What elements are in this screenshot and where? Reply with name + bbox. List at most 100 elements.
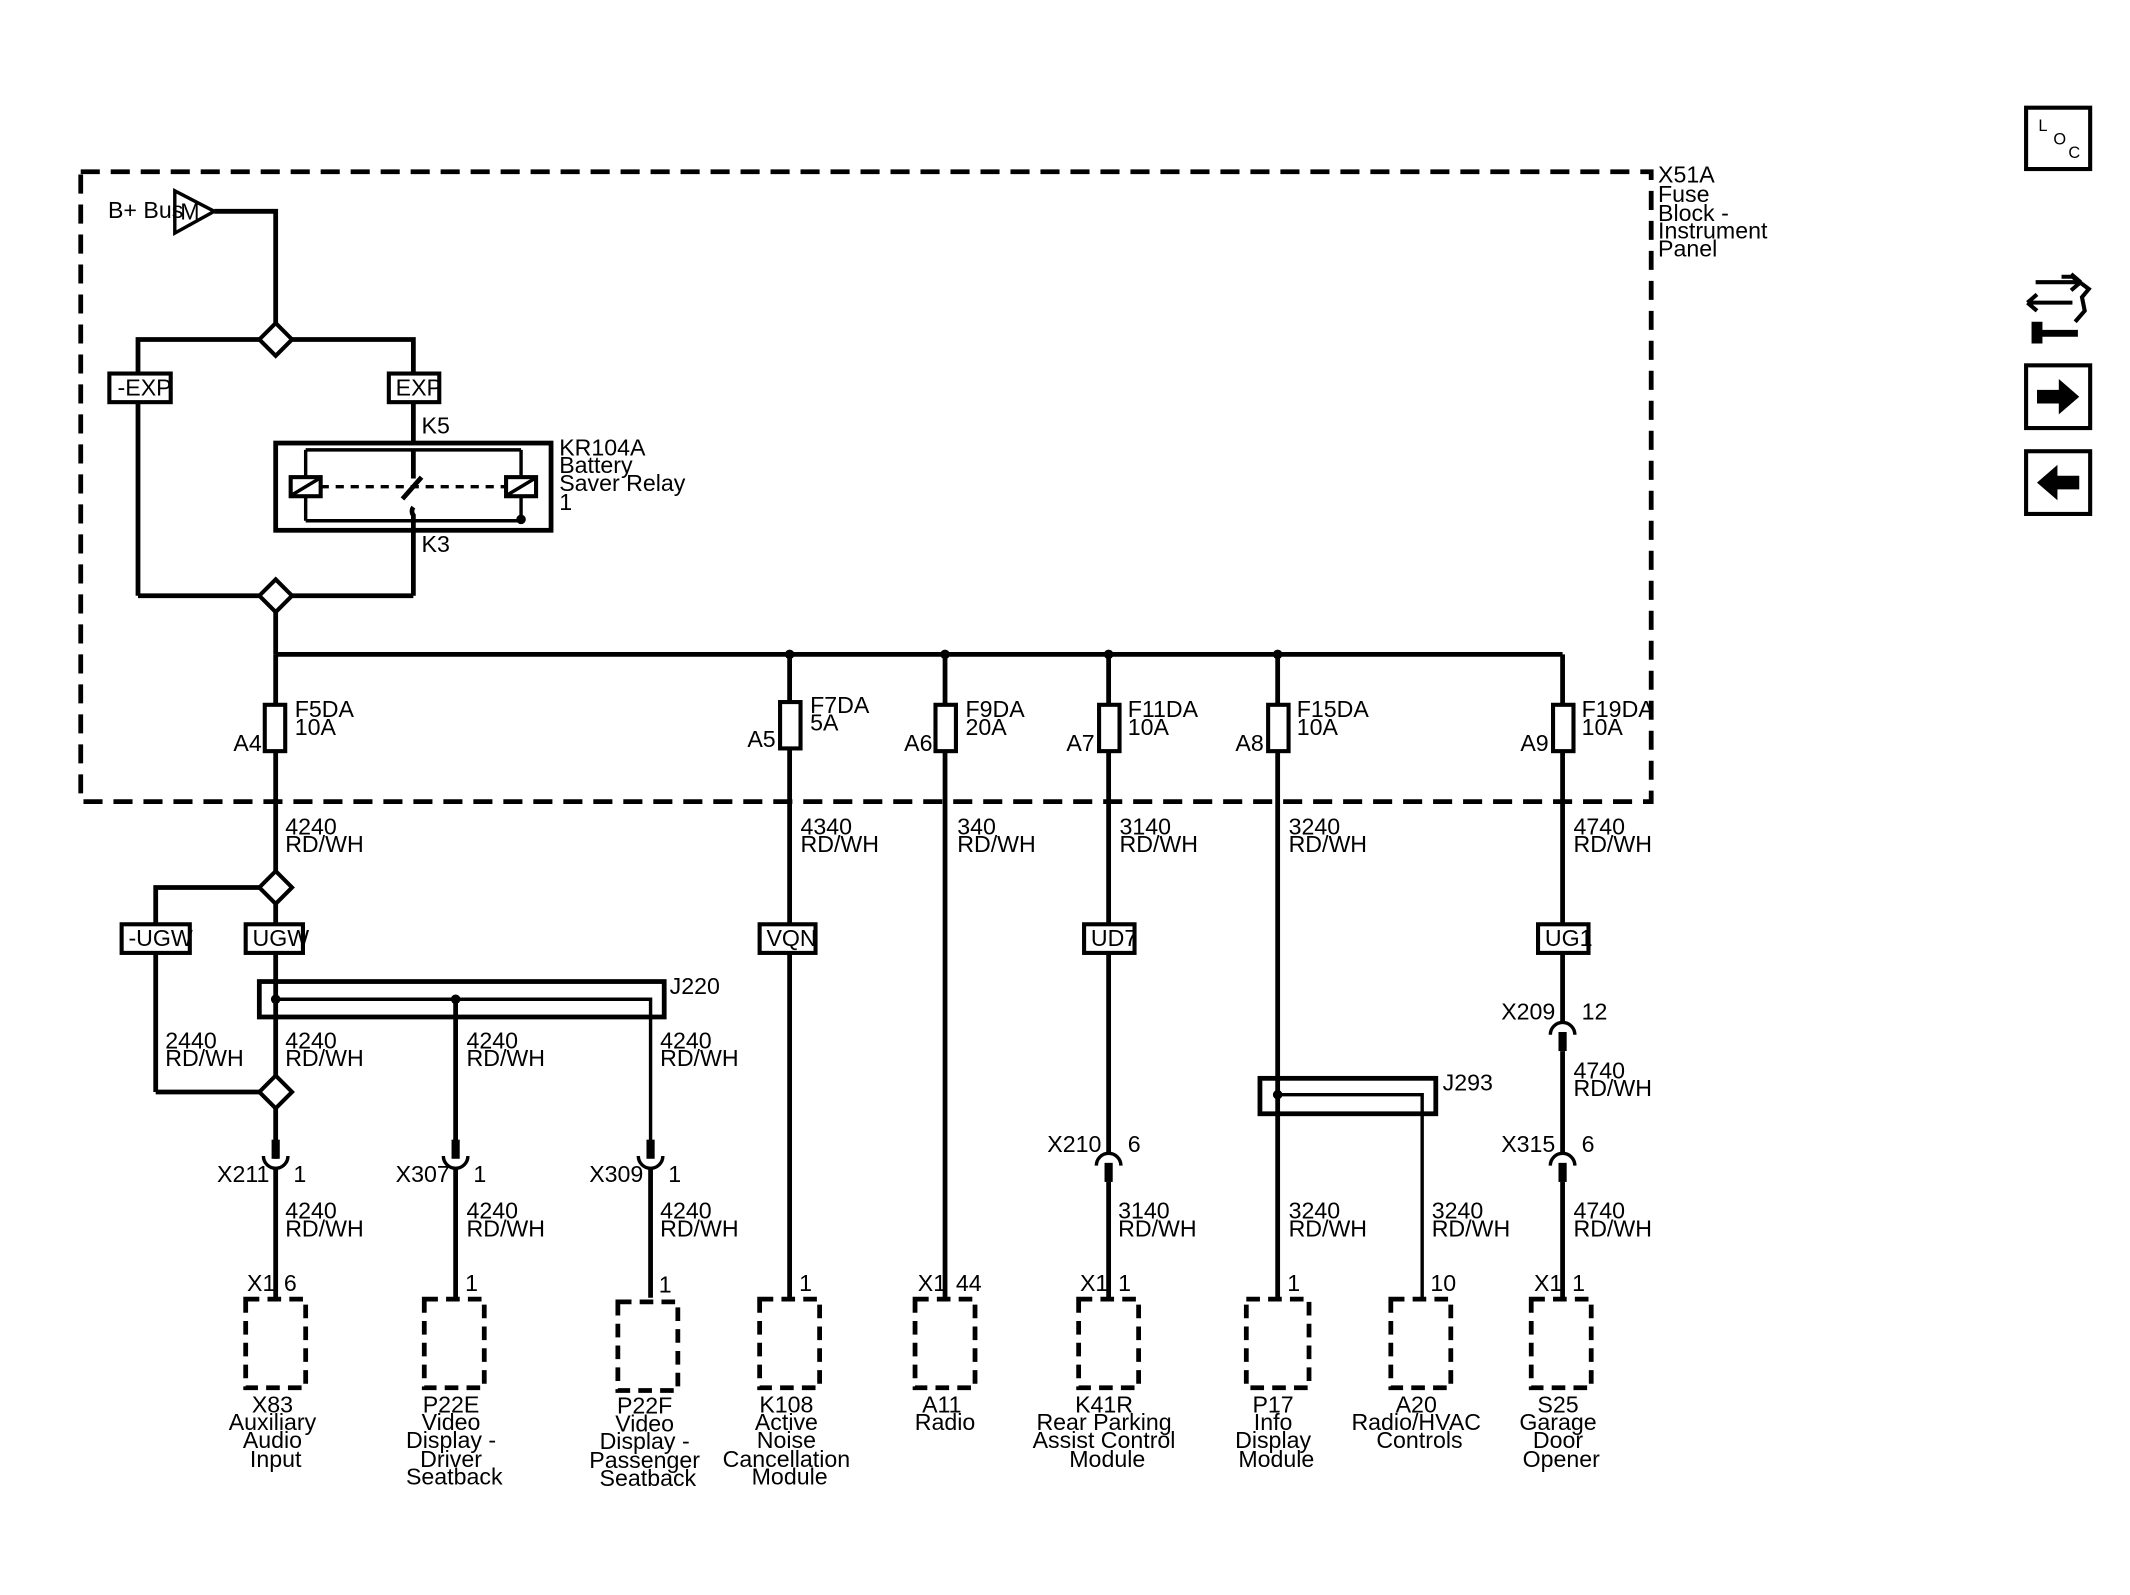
- location-icon-o: O: [2053, 131, 2066, 149]
- option-label-exp: EXP: [396, 374, 442, 400]
- relay-pin-k3: K3: [422, 531, 450, 557]
- j293-bar: [1277, 1092, 1424, 1298]
- connector-x315-pin-num: 6: [1582, 1131, 1595, 1157]
- module-k108-label: K108 Active Noise Cancellation Module: [723, 1391, 857, 1489]
- relay-coil-right-slash: [506, 477, 536, 497]
- relay-switch-lower: [409, 505, 416, 531]
- j220-node-2: [450, 994, 461, 1005]
- location-icon: L O C: [2038, 117, 2080, 162]
- relay-switch-contact: [400, 475, 424, 501]
- module-p17-label: P17 Info Display Module: [1235, 1391, 1317, 1472]
- module-p22f-pin: 1: [659, 1271, 672, 1297]
- option-label-exp-neg: -EXP: [118, 374, 172, 400]
- arrow-left-icon: [2036, 464, 2080, 501]
- arrow-right-icon: [2036, 378, 2080, 415]
- fuse-f11da-pin: A7: [1066, 730, 1094, 756]
- module-x83-pin: 6: [284, 1270, 297, 1296]
- j293-node: [1272, 1089, 1283, 1100]
- splice-diamond-ugw: [256, 868, 295, 907]
- module-s25: [1528, 1296, 1594, 1391]
- option-label-ugw-neg: -UGW: [128, 925, 192, 951]
- module-a11-label: A11 Radio: [915, 1391, 976, 1435]
- module-a11: [912, 1296, 978, 1391]
- fuse-f11da: [1097, 702, 1122, 754]
- wire-ugw-neg-branch: [153, 885, 260, 925]
- module-p22e-pin: 1: [465, 1270, 478, 1296]
- j220-node-1: [270, 994, 281, 1005]
- fuse-f19da: [1550, 702, 1576, 754]
- fuse-block-label: X51A Fuse Block - Instrument Panel: [1658, 162, 1774, 262]
- module-p22f: [615, 1299, 681, 1393]
- relay-pin-k5: K5: [422, 413, 450, 439]
- module-x83: [243, 1296, 309, 1391]
- fuse-f9da: [933, 702, 958, 754]
- module-a20-pin: 10: [1430, 1270, 1456, 1296]
- splice-pack-j220: [256, 979, 667, 1020]
- component-connector-button[interactable]: [2026, 272, 2092, 344]
- j220-bar: [275, 997, 653, 1143]
- module-p17-pin: 1: [1287, 1270, 1300, 1296]
- module-k108: [757, 1296, 823, 1391]
- fuse-f15da-pin: A8: [1235, 730, 1263, 756]
- next-page-button-frame[interactable]: [2024, 363, 2093, 431]
- bplus-bus-symbol: [173, 188, 218, 237]
- location-icon-c: C: [2068, 144, 2080, 162]
- module-p22f-label: P22F Video Display - Passenger Seatback: [589, 1393, 706, 1491]
- connector-x210-pin-num: 6: [1128, 1131, 1141, 1157]
- fuse-f5da-pin: A4: [233, 730, 261, 756]
- option-label-ug1: UG1: [1545, 925, 1593, 951]
- connector-x211-pin: [271, 1139, 280, 1159]
- module-k41r-label: K41R Rear Parking Assist Control Module: [1033, 1391, 1182, 1472]
- fuse-f9da-pin: A6: [904, 730, 932, 756]
- option-label-vqn: VQN: [766, 925, 816, 951]
- bplus-bus-tag: M: [180, 198, 199, 224]
- fuse-f7da-pin: A5: [747, 726, 775, 752]
- connector-x307-label: X307: [396, 1161, 450, 1187]
- option-label-ud7: UD7: [1091, 925, 1137, 951]
- module-s25-conn: X1: [1534, 1270, 1562, 1296]
- location-button[interactable]: L O C: [2024, 105, 2093, 172]
- module-k108-pin: 1: [799, 1270, 812, 1296]
- wire-exp-right: [292, 337, 416, 374]
- next-page-button[interactable]: [2024, 363, 2093, 431]
- previous-page-button-frame[interactable]: [2024, 449, 2093, 516]
- connector-x210-label: X210: [1047, 1131, 1101, 1157]
- splice-label-j220: J220: [670, 973, 720, 999]
- connector-x309-pin-num: 1: [668, 1161, 681, 1187]
- component-connector-icon: [2026, 272, 2092, 344]
- option-box-ug1: [1536, 922, 1591, 955]
- fuse-f15da: [1266, 702, 1291, 754]
- previous-page-button[interactable]: [2024, 449, 2093, 516]
- splice-label-j293: J293: [1443, 1070, 1493, 1096]
- connector-x210: [1094, 1151, 1123, 1166]
- splice-diamond-merge: [256, 576, 295, 615]
- module-k41r-conn: X1: [1080, 1270, 1108, 1296]
- connector-x307-pin-num: 1: [473, 1161, 486, 1187]
- module-x83-conn: X1: [247, 1270, 275, 1296]
- connector-x211-label: X211: [217, 1161, 269, 1187]
- module-x83-label: X83 Auxiliary Audio Input: [229, 1391, 323, 1472]
- bplus-wire: [214, 208, 279, 324]
- option-label-ugw: UGW: [253, 925, 310, 951]
- connector-x307-pin: [451, 1139, 460, 1159]
- connector-x315: [1548, 1151, 1577, 1166]
- module-p22e: [421, 1296, 487, 1391]
- splice-pack-j293: [1257, 1075, 1439, 1117]
- connector-x209-pin-num: 12: [1582, 999, 1608, 1025]
- location-button-frame[interactable]: [2024, 105, 2093, 172]
